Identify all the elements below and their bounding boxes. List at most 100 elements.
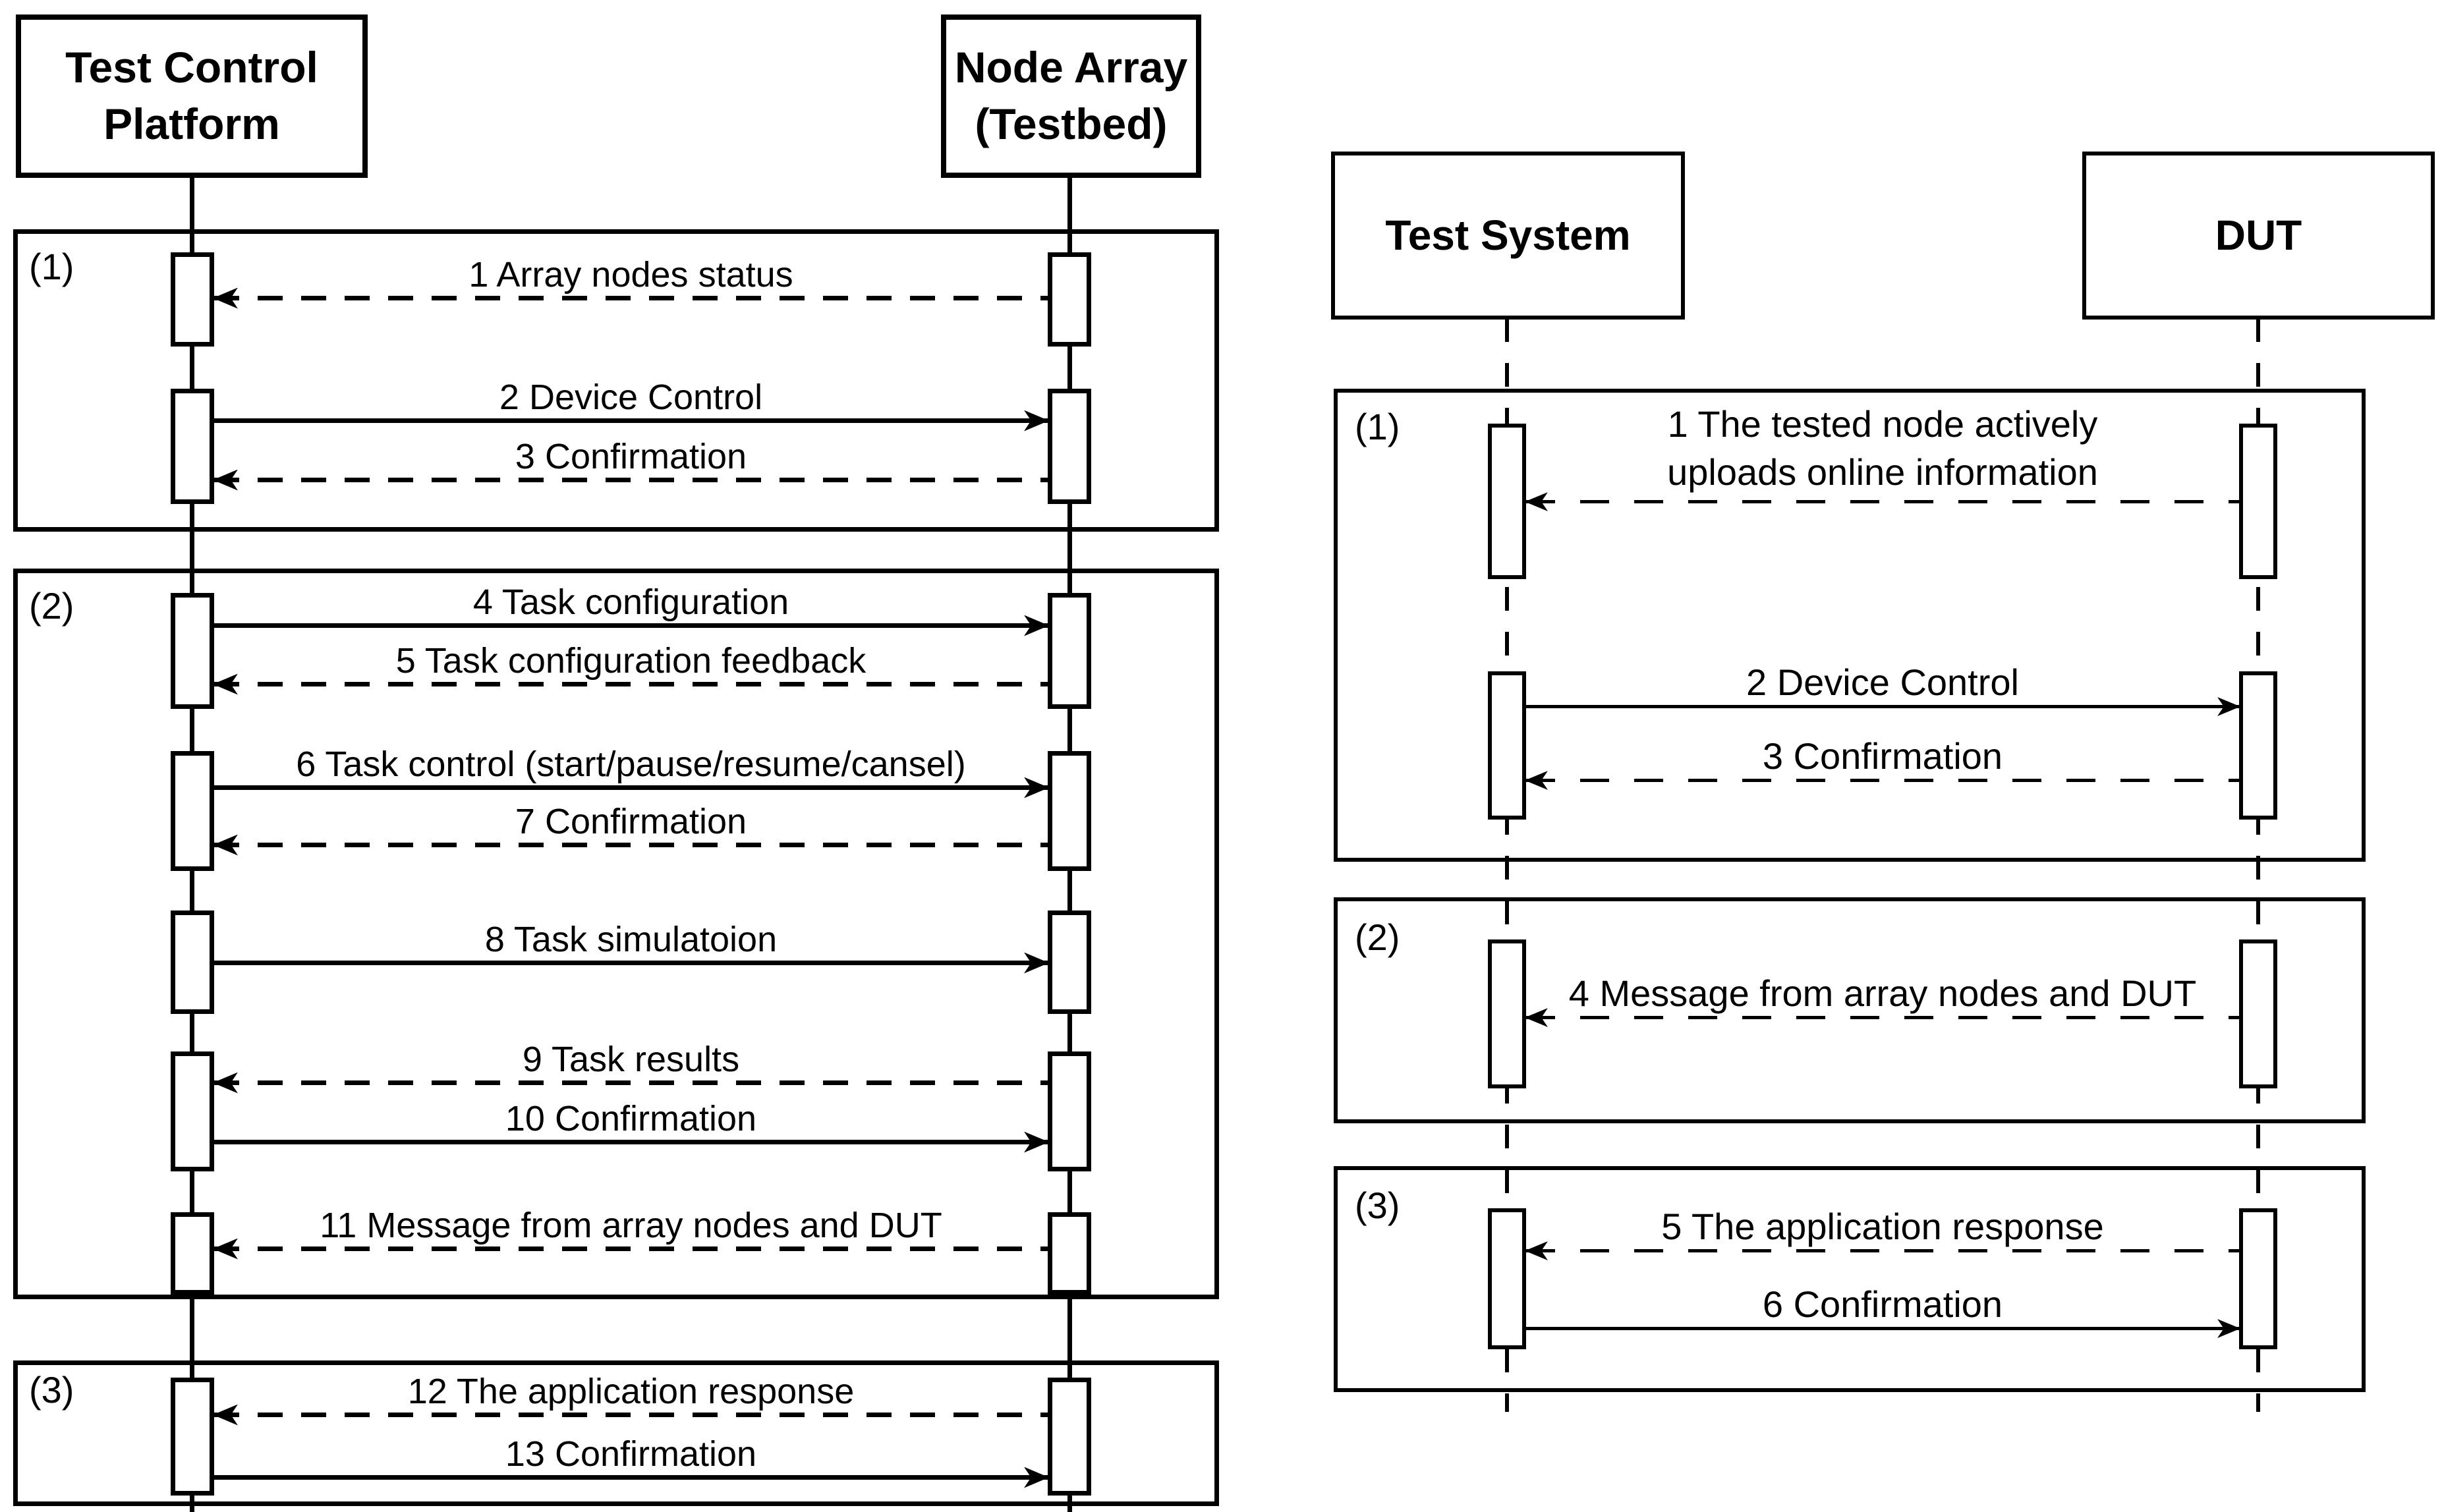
actor-node-array: Node Array (Testbed) <box>941 14 1201 178</box>
left-frame-3 <box>13 1360 1219 1506</box>
message-label: 11 Message from array nodes and DUT <box>320 1206 942 1245</box>
activation-bar <box>171 1051 214 1171</box>
message-label: 9 Task results <box>522 1040 740 1079</box>
right-frame-1 <box>1334 389 2366 862</box>
message-label: 5 The application response <box>1661 1206 2104 1247</box>
message-label: 3 Confirmation <box>1762 735 2003 777</box>
activation-bar <box>1048 593 1091 709</box>
left-frame-1-label: (1) <box>29 246 74 287</box>
message-arrow <box>214 410 1049 432</box>
arrow-line <box>1526 1016 2239 1019</box>
message-arrow <box>1525 1241 2239 1260</box>
activation-bar <box>1488 424 1526 579</box>
message-label: 10 Confirmation <box>505 1099 757 1138</box>
message-label: 12 The application response <box>407 1372 855 1411</box>
message-arrow <box>214 1131 1049 1153</box>
arrow-line <box>1526 705 2239 708</box>
message-arrow <box>1525 492 2239 511</box>
activation-bar <box>1048 751 1091 871</box>
left-frame-2-label: (2) <box>29 585 74 627</box>
message-arrow <box>1526 697 2240 716</box>
message-arrow <box>214 615 1049 636</box>
actor-test-system: Test System <box>1331 152 1685 320</box>
activation-bar <box>171 389 214 504</box>
activation-bar <box>1048 252 1091 347</box>
message-arrow <box>214 952 1049 974</box>
message-label: 6 Confirmation <box>1762 1283 2003 1325</box>
arrow-line <box>1526 1249 2239 1252</box>
right-frame-3 <box>1334 1166 2366 1392</box>
message-label: 8 Task simulatoion <box>484 920 778 959</box>
arrow-line <box>1526 500 2239 503</box>
message-arrow <box>213 673 1048 695</box>
actor-label: DUT <box>2215 211 2302 259</box>
message-label: 13 Confirmation <box>505 1434 757 1474</box>
arrow-line <box>214 1413 1048 1417</box>
activation-bar <box>1048 1378 1091 1496</box>
right-frame-3-label: (3) <box>1355 1185 1400 1226</box>
message-arrow <box>213 1072 1048 1094</box>
message-label: 6 Task control (start/pause/resume/canse… <box>296 744 966 784</box>
activation-bar <box>1488 671 1526 820</box>
activation-bar <box>2239 939 2277 1088</box>
lifeline-test-system <box>1505 318 1509 1412</box>
message-label: 7 Confirmation <box>515 802 747 841</box>
message-label: 1 Array nodes status <box>469 255 793 294</box>
arrow-line <box>214 296 1048 300</box>
message-label: 4 Task configuration <box>472 582 789 622</box>
activation-bar <box>2239 671 2277 820</box>
arrow-line <box>214 1080 1048 1085</box>
activation-bar <box>1048 1212 1091 1295</box>
actor-dut: DUT <box>2082 152 2435 320</box>
lifeline-dut <box>2256 318 2260 1412</box>
arrow-line <box>214 478 1048 482</box>
message-label: 2 Device Control <box>1746 661 2019 703</box>
message-label: 2 Device Control <box>499 378 763 417</box>
message-arrow <box>214 1467 1049 1488</box>
right-frame-2-label: (2) <box>1355 916 1400 958</box>
actor-label: Test System <box>1385 211 1631 259</box>
message-label: 1 The tested node actively uploads onlin… <box>1667 403 2098 493</box>
activation-bar <box>2239 1208 2277 1349</box>
activation-bar <box>171 593 214 709</box>
arrow-line <box>214 961 1048 965</box>
message-label: 4 Message from array nodes and DUT <box>1568 972 2197 1014</box>
arrow-line <box>214 418 1048 423</box>
activation-bar <box>1048 910 1091 1014</box>
activation-bar <box>2239 424 2277 579</box>
arrow-line <box>214 1475 1048 1480</box>
activation-bar <box>171 910 214 1014</box>
arrow-line <box>214 1246 1048 1251</box>
right-frame-2 <box>1334 897 2366 1123</box>
message-arrow <box>213 1404 1048 1426</box>
message-arrow <box>1525 771 2239 790</box>
left-frame-3-label: (3) <box>29 1369 74 1411</box>
arrow-line <box>214 843 1048 847</box>
activation-bar <box>1048 389 1091 504</box>
activation-bar <box>1488 1208 1526 1349</box>
arrow-line <box>214 682 1048 686</box>
right-frame-1-label: (1) <box>1355 406 1400 447</box>
activation-bar <box>171 1378 214 1496</box>
arrow-line <box>1526 779 2239 782</box>
actor-label: Node Array (Testbed) <box>954 43 1188 148</box>
message-arrow <box>214 777 1049 798</box>
message-label: 5 Task configuration feedback <box>395 641 867 681</box>
activation-bar <box>171 751 214 871</box>
activation-bar <box>1048 1051 1091 1171</box>
left-frame-1 <box>13 229 1219 532</box>
message-arrow <box>213 1238 1048 1260</box>
message-arrow <box>1525 1008 2239 1027</box>
message-arrow <box>1526 1319 2240 1338</box>
arrow-line <box>214 1140 1048 1144</box>
message-arrow <box>213 834 1048 856</box>
arrow-line <box>214 623 1048 628</box>
message-arrow <box>213 287 1048 309</box>
message-arrow <box>213 469 1048 491</box>
actor-label: Test Control Platform <box>65 43 318 148</box>
left-frame-2 <box>13 569 1219 1299</box>
message-label: 3 Confirmation <box>515 437 747 476</box>
arrow-line <box>1526 1327 2239 1330</box>
activation-bar <box>1488 939 1526 1088</box>
